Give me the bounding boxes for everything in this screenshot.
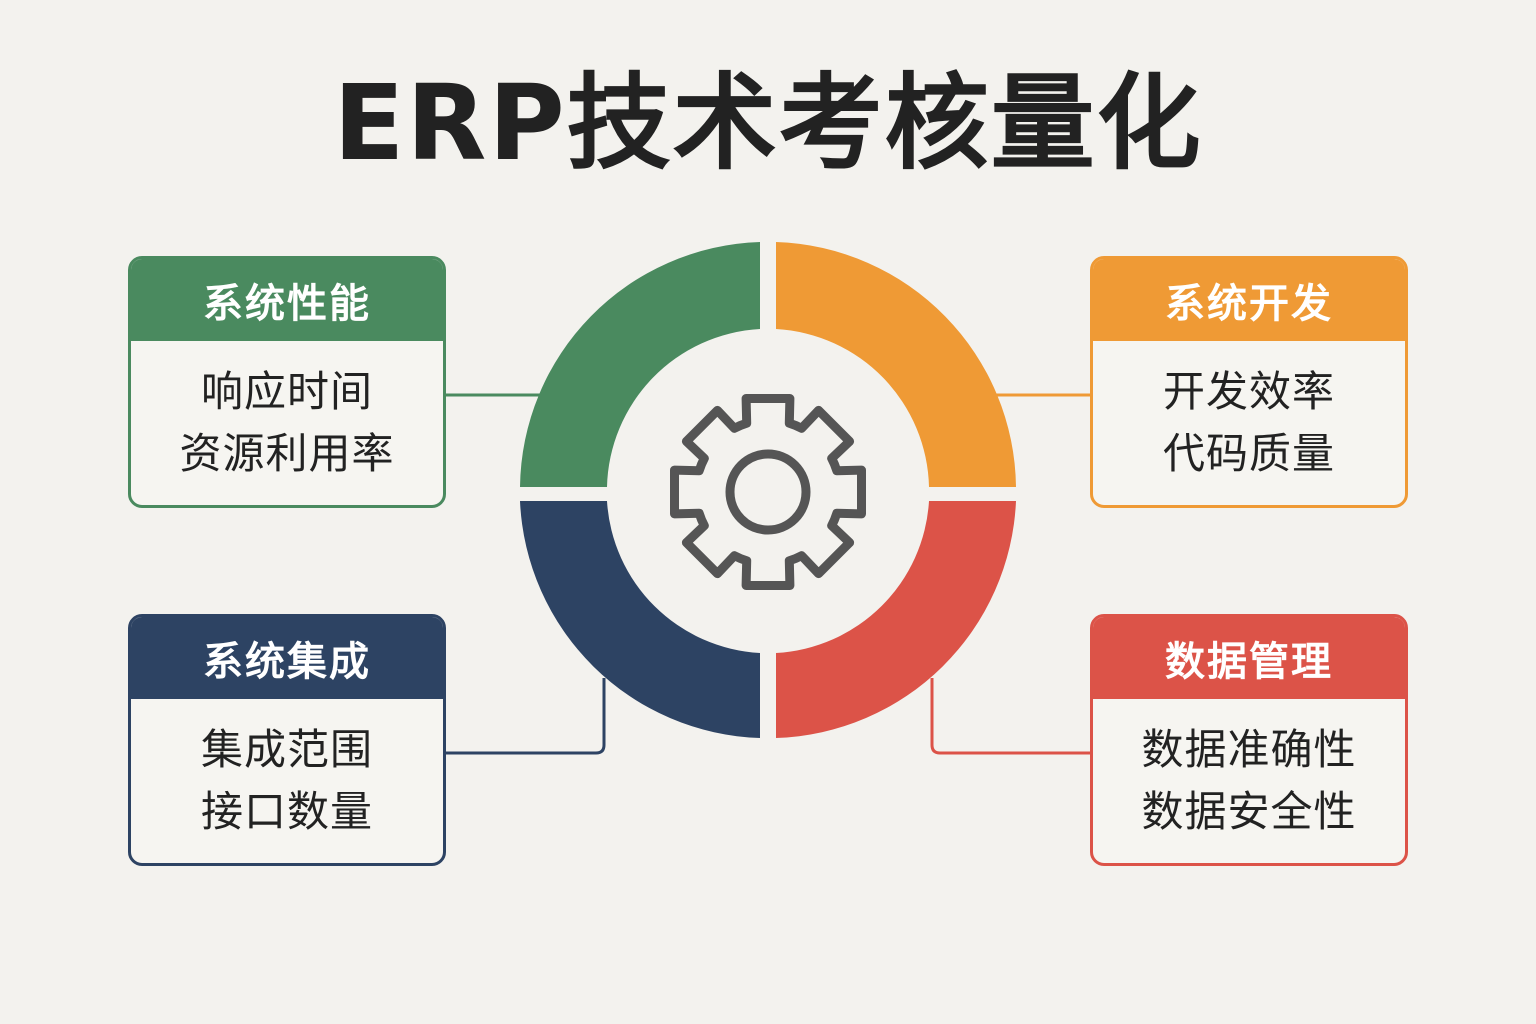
metric-code-quality: 代码质量 [1162, 429, 1335, 478]
connector-data [930, 678, 1090, 755]
card-title-data-management: 数据管理 [1093, 617, 1405, 699]
metric-data-accuracy: 数据准确性 [1141, 725, 1357, 774]
card-body-system-integration: 集成范围 接口数量 [131, 699, 443, 863]
card-title-system-performance: 系统性能 [131, 259, 443, 341]
metric-response-time: 响应时间 [200, 367, 373, 416]
card-body-system-development: 开发效率 代码质量 [1093, 341, 1405, 505]
card-title-system-integration: 系统集成 [131, 617, 443, 699]
metric-resource-utilization: 资源利用率 [179, 429, 395, 478]
card-body-data-management: 数据准确性 数据安全性 [1093, 699, 1405, 863]
card-body-system-performance: 响应时间 资源利用率 [131, 341, 443, 505]
metric-integration-scope: 集成范围 [200, 725, 373, 774]
metric-development-efficiency: 开发效率 [1162, 367, 1335, 416]
ring-segment-development [776, 242, 1016, 487]
connector-integration [446, 678, 606, 755]
card-system-development: 系统开发 开发效率 代码质量 [1090, 256, 1408, 508]
card-data-management: 数据管理 数据准确性 数据安全性 [1090, 614, 1408, 866]
gear-icon [670, 394, 866, 590]
card-title-system-development: 系统开发 [1093, 259, 1405, 341]
metric-data-security: 数据安全性 [1141, 787, 1357, 836]
card-system-performance: 系统性能 响应时间 资源利用率 [128, 256, 446, 508]
ring-segment-integration [520, 501, 760, 738]
card-system-integration: 系统集成 集成范围 接口数量 [128, 614, 446, 866]
metric-interface-count: 接口数量 [200, 787, 373, 836]
page-title: ERP技术考核量化 [333, 62, 1203, 184]
ring-segment-data [776, 501, 1016, 738]
ring-segment-performance [520, 242, 760, 487]
